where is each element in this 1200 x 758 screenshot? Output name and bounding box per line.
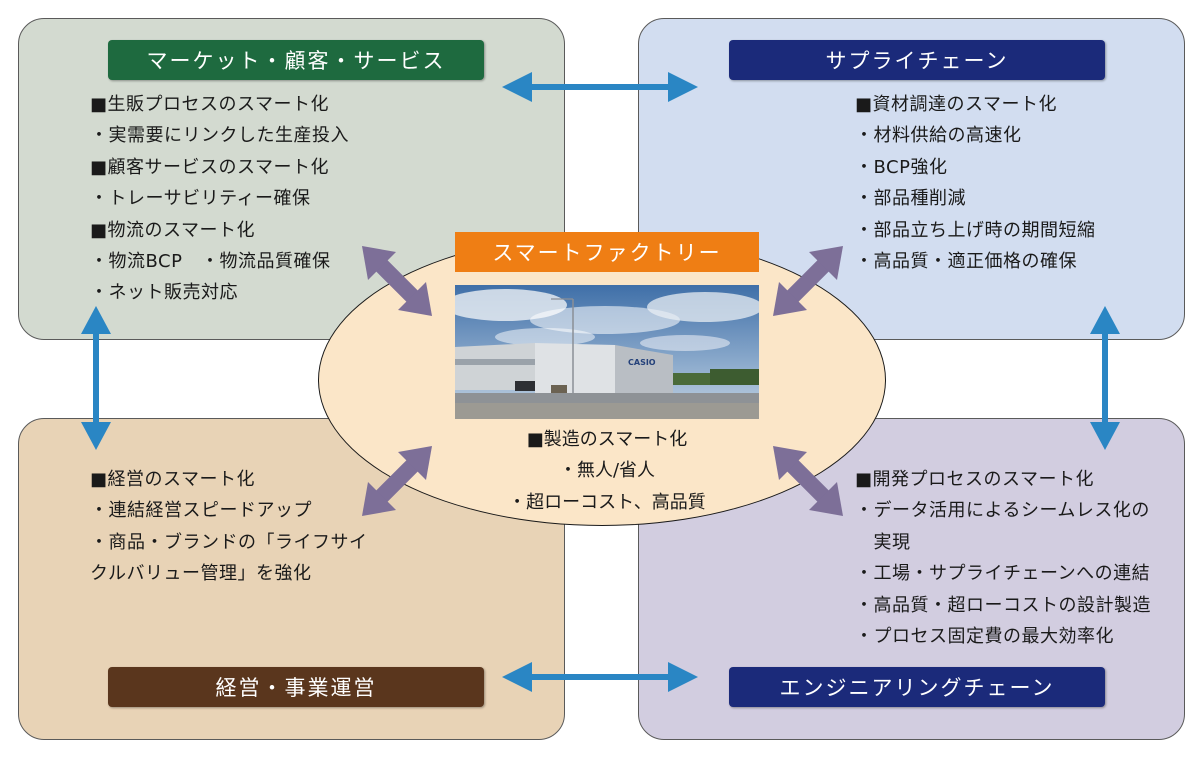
list-item: ・無人/省人	[558, 460, 656, 482]
list-item: ・物流BCP ・物流品質確保	[90, 251, 331, 273]
market-customer-service-title: マーケット・顧客・サービス	[108, 40, 484, 80]
management-operations-title: 経営・事業運営	[108, 667, 484, 707]
list-item: ・連結経営スピードアップ	[90, 500, 312, 522]
list-item: ■開発プロセスのスマート化	[855, 469, 1094, 490]
smart-factory-title: スマートファクトリー	[455, 232, 759, 272]
list-item: ■物流のスマート化	[90, 219, 255, 241]
market-customer-service-list: ■生販プロセスのスマート化 ・実需要にリンクした生産投入 ■顧客サービスのスマー…	[90, 89, 349, 309]
list-item: ・材料供給の高速化	[855, 125, 1022, 147]
list-item: ・BCP強化	[855, 156, 948, 178]
list-item: ・商品・ブランドの「ライフサイ	[90, 531, 368, 553]
list-item: ・高品質・適正価格の確保	[855, 251, 1077, 273]
list-item: ■顧客サービスのスマート化	[90, 156, 329, 178]
list-item: ・実需要にリンクした生産投入	[90, 125, 349, 147]
list-item: ・ネット販売対応	[90, 282, 238, 304]
list-item: ■資材調達のスマート化	[855, 94, 1057, 115]
list-item: 実現	[855, 531, 911, 553]
list-item: クルバリュー管理」を強化	[90, 563, 312, 585]
list-item: ■経営のスマート化	[90, 469, 255, 490]
supply-chain-title: サプライチェーン	[729, 40, 1105, 80]
supply-chain-list: ■資材調達のスマート化 ・材料供給の高速化 ・BCP強化 ・部品種削減 ・部品立…	[855, 89, 1096, 277]
list-item: ・部品種削減	[855, 188, 966, 210]
list-item: ・データ活用によるシームレス化の	[855, 500, 1150, 522]
list-item: ・プロセス固定費の最大効率化	[855, 626, 1114, 648]
factory-sign: CASIO	[628, 358, 656, 367]
engineering-chain-title: エンジニアリングチェーン	[729, 667, 1105, 707]
smart-factory-list: ■製造のスマート化 ・無人/省人 ・超ローコスト、高品質	[455, 424, 759, 518]
list-item: ・工場・サプライチェーンへの連結	[855, 563, 1151, 585]
list-item: ■製造のスマート化	[526, 429, 688, 450]
engineering-chain-list: ■開発プロセスのスマート化 ・データ活用によるシームレス化の 実現 ・工場・サプ…	[855, 464, 1151, 652]
list-item: ・高品質・超ローコストの設計製造	[855, 594, 1151, 616]
list-item: ・トレーサビリティー確保	[90, 188, 311, 210]
management-operations-list: ■経営のスマート化 ・連結経営スピードアップ ・商品・ブランドの「ライフサイ ク…	[90, 464, 368, 590]
factory-photo: CASIO	[455, 285, 759, 419]
list-item: ・超ローコスト、高品質	[508, 491, 706, 513]
list-item: ■生販プロセスのスマート化	[90, 94, 329, 115]
list-item: ・部品立ち上げ時の期間短縮	[855, 219, 1096, 241]
